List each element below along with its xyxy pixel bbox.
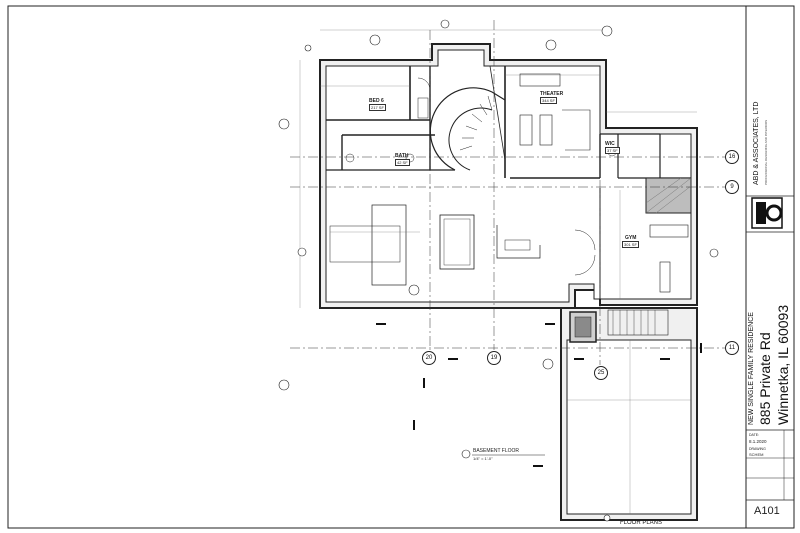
basement-floor-plan <box>319 43 698 521</box>
grid-lines <box>290 20 725 365</box>
room-name-gym: GYM <box>625 235 637 241</box>
level-markers <box>376 323 702 467</box>
room-name-bath: BATH <box>395 153 409 159</box>
drawing-label: DRAWING <box>749 447 766 451</box>
grid-bubble-20: 20 <box>422 351 436 365</box>
room-area-gym: 301 SF <box>622 241 639 248</box>
dimension-lines <box>299 29 697 514</box>
view-title: BASEMENT FLOOR <box>473 448 520 454</box>
grid-bubble-9: 9 <box>725 180 739 194</box>
sheet-number: A101 <box>754 505 780 517</box>
grid-bubble-25: 25 <box>594 366 608 380</box>
grid-bubble-19: 19 <box>487 351 501 365</box>
project-type: NEW SINGLE FAMILY RESIDENCE <box>748 312 755 425</box>
room-area-bed6: 217 SF <box>369 104 386 111</box>
view-scale: 1/4" = 1'-0" <box>473 456 493 461</box>
room-area-theater: 344 SF <box>540 97 557 104</box>
section-markers <box>278 19 719 522</box>
grid-bubble-16: 16 <box>725 150 739 164</box>
room-name-wic: WIC <box>605 141 615 147</box>
drawing-value: SCHEM <box>749 452 764 457</box>
date-value: 8.1.2020 <box>749 439 767 444</box>
sheet-title: FLOOR PLANS <box>620 520 663 526</box>
grid-bubble-11: 11 <box>725 341 739 355</box>
firm-subtitle: PROFESSIONAL DESIGNING AND INTERIORS <box>764 119 768 185</box>
room-area-wic: 37 SF <box>605 147 620 154</box>
date-label: DATE: <box>749 433 760 437</box>
firm-name: ABD & ASSOCIATES, LTD <box>753 101 760 185</box>
firm-logo <box>751 197 783 229</box>
room-area-bath: 42 SF <box>395 159 410 166</box>
project-address-line2: Winnetka, IL 60093 <box>775 304 791 425</box>
room-name-bed6: BED 6 <box>369 98 384 104</box>
project-address-line1: 885 Private Rd <box>757 332 773 425</box>
room-name-theater: THEATER <box>540 91 564 97</box>
